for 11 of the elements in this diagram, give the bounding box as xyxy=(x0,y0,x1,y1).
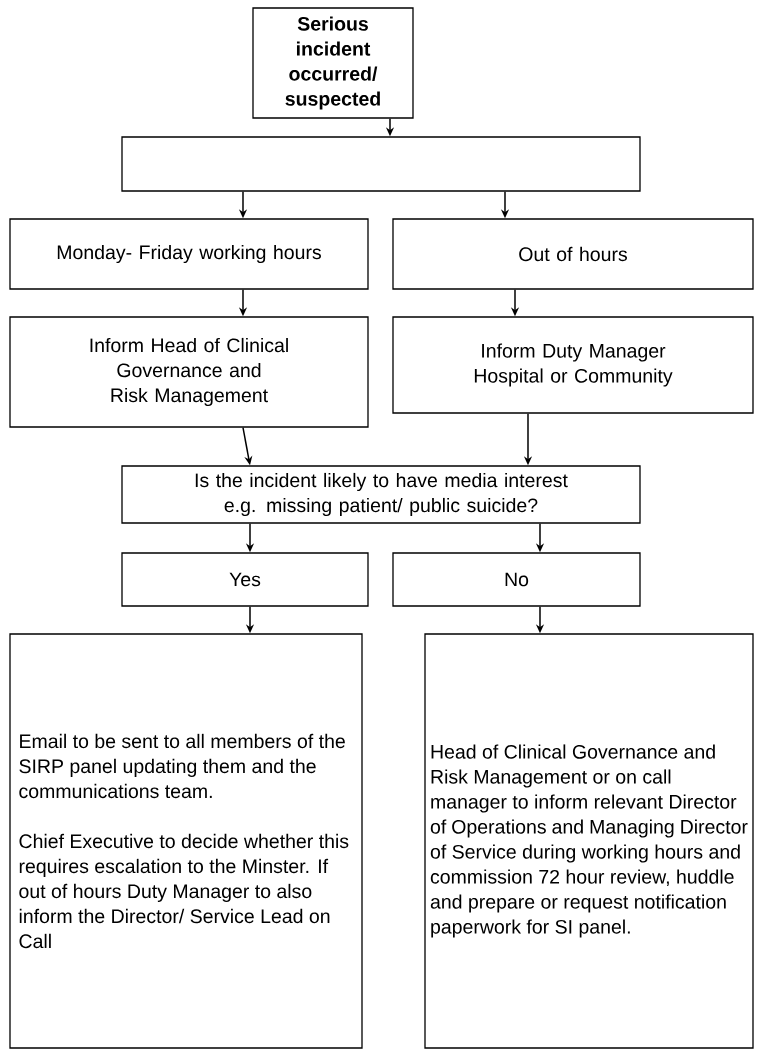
action-box: Head of Clinical Governance and Risk Management or on call manager to inform relevant Director of Operations and Managing Director of Service during working hours and commission 72 hour review, huddle and prepare or request notification paperwork for SI panel. xyxy=(424,633,754,1049)
process-box xyxy=(121,136,641,192)
process-box: Out of hours xyxy=(392,218,754,290)
action-box: Email to be sent to all members of the SIRP panel updating them and the communications team. Chief Executive to decide whether this requires escalation to the Minster. If out of hours Duty Manager to also inform the Director/ Service Lead on Call xyxy=(9,633,363,1049)
process-box: Inform Head of Clinical Governance and Risk Management xyxy=(9,316,369,428)
process-box: Inform Duty Manager Hospital or Community xyxy=(392,316,754,414)
answer-box: No xyxy=(392,552,641,607)
question-box: Is the incident likely to have media interest e.g. missing patient/ public suicide? xyxy=(121,465,641,524)
process-box: Monday- Friday working hours xyxy=(9,218,369,290)
process-box: Serious incident occurred/ suspected xyxy=(252,7,414,119)
answer-box: Yes xyxy=(121,552,369,607)
